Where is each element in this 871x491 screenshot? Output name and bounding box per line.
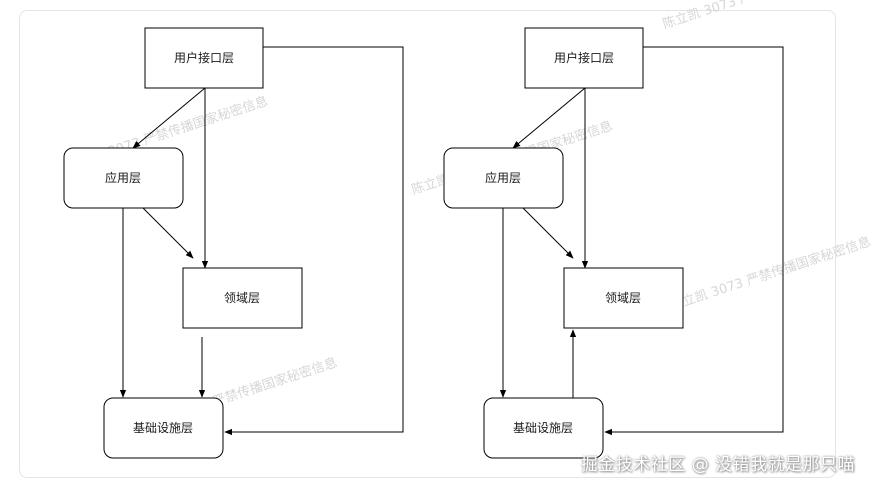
arrow-application-to-domain — [522, 207, 574, 259]
box-label: 用户接口层 — [174, 50, 234, 65]
box-label: 基础设施层 — [513, 421, 573, 435]
box-infrastructure-layer: 基础设施层 — [103, 397, 224, 459]
box-user-interface-layer: 用户接口层 — [524, 27, 644, 89]
box-domain-layer: 领域层 — [563, 267, 684, 329]
box-application-layer: 应用层 — [63, 147, 184, 209]
box-application-layer: 应用层 — [443, 147, 564, 209]
diagram-left: 用户接口层 应用层 领域层 基础设施层 — [63, 27, 404, 459]
arrow-application-to-domain — [142, 207, 194, 259]
site-watermark: 掘金技术社区 @ 没错我就是那只喵 — [580, 455, 855, 475]
arrow-ui-to-application — [512, 87, 586, 149]
box-label: 应用层 — [485, 170, 521, 185]
box-label: 基础设施层 — [133, 421, 193, 435]
box-domain-layer: 领域层 — [182, 267, 303, 329]
watermark-text: 陈立凯 3073 严禁传播国家秘密信息 — [668, 234, 871, 314]
arrow-ui-to-application — [132, 87, 206, 149]
arrow-ui-to-infrastructure — [224, 46, 404, 436]
diagram-right: 用户接口层 应用层 领域层 基础设施层 — [443, 27, 784, 459]
box-label: 领域层 — [605, 291, 641, 305]
watermark-text: 陈立凯 3073 严禁传播国家秘密信息 — [661, 0, 866, 32]
box-label: 应用层 — [105, 170, 141, 185]
arrow-ui-to-infrastructure — [604, 46, 784, 436]
box-infrastructure-layer: 基础设施层 — [483, 397, 604, 459]
box-user-interface-layer: 用户接口层 — [144, 27, 264, 89]
diagram-frame — [19, 10, 836, 478]
box-label: 用户接口层 — [554, 50, 614, 65]
box-label: 领域层 — [224, 291, 260, 305]
